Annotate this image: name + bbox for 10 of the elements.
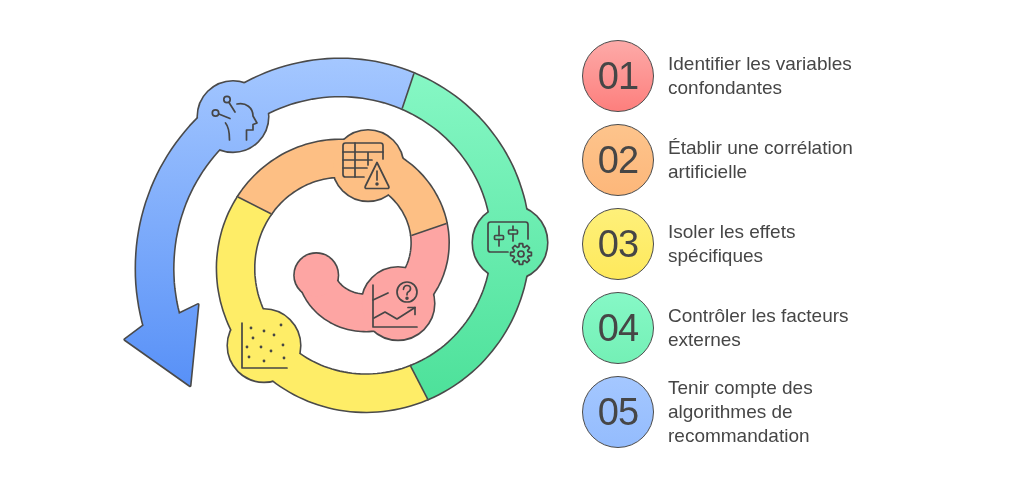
step-number: 01 xyxy=(597,57,639,95)
step-number: 04 xyxy=(597,309,639,347)
step-description: Établir une corrélation artificielle xyxy=(668,136,854,184)
step-number: 05 xyxy=(597,393,639,431)
step-number: 03 xyxy=(597,225,639,263)
step-description: Tenir compte des algorithmes de recommandation xyxy=(668,376,814,448)
step-description: Isoler les effets spécifiques xyxy=(668,220,797,268)
step-description: Identifier les variables confondantes xyxy=(668,52,853,100)
step-number: 02 xyxy=(597,141,639,179)
step-description: Contrôler les facteurs externes xyxy=(668,304,850,352)
